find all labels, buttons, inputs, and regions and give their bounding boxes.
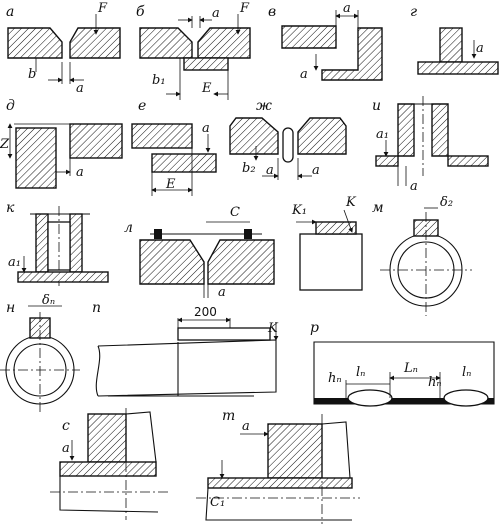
panel-letter: к	[6, 200, 15, 216]
panel-l: л C a K₁ K	[124, 195, 363, 300]
dim-label: Lₙ	[403, 361, 418, 376]
panel-letter: б	[136, 4, 145, 20]
panel-d: д Z a	[0, 98, 123, 189]
dim-label: a	[76, 165, 84, 180]
panel-letter: м	[372, 200, 384, 216]
dim-label: a	[300, 67, 308, 82]
panel-k: к a₁	[6, 200, 109, 286]
dim-label: lₙ	[356, 365, 365, 380]
dim-label: a₁	[376, 127, 389, 142]
dim-label: δₙ	[42, 293, 55, 308]
panel-letter: п	[92, 300, 101, 316]
dim-label: lₙ	[462, 365, 471, 380]
dim-label: a	[410, 179, 418, 194]
panel-v: в a a	[268, 1, 383, 82]
panel-m: м δ₂	[372, 195, 472, 316]
dim-label: a	[212, 6, 220, 21]
dim-label: a	[62, 441, 70, 456]
dim-label: C	[230, 205, 240, 220]
panel-letter: в	[268, 4, 276, 20]
panel-letter: т	[222, 408, 235, 424]
dim-label: K₁	[291, 203, 307, 218]
dim-label: K	[345, 195, 357, 210]
panel-letter: ж	[256, 98, 272, 114]
panel-letter: а	[6, 4, 14, 20]
panel-letter: и	[372, 98, 381, 114]
dim-label: b	[28, 67, 36, 82]
panel-p: п 200 K	[92, 300, 279, 397]
dim-label: a₁	[8, 255, 21, 270]
panel-letter: с	[62, 418, 70, 434]
dim-label: a	[343, 1, 351, 16]
dim-label: a	[476, 41, 484, 56]
dim-label: a	[202, 121, 210, 136]
dim-label: F	[239, 1, 250, 16]
panel-letter: е	[138, 98, 146, 114]
panel-letter: л	[124, 220, 133, 236]
dim-label: E	[165, 177, 176, 192]
panel-n: н δₙ	[0, 293, 80, 414]
dim-label: b₂	[242, 161, 256, 176]
dim-label: F	[97, 1, 108, 16]
panel-letter: г	[410, 4, 417, 20]
dim-label: a	[242, 419, 250, 434]
dim-label: a	[76, 81, 84, 96]
panel-g: г a	[410, 4, 499, 75]
dim-label: a	[218, 285, 226, 300]
panel-b: б a F E b₁	[136, 1, 251, 100]
panel-letter: д	[6, 98, 15, 114]
panel-a: а F b a	[6, 1, 121, 96]
panel-r: р hₙ lₙ Lₙ hₙ lₙ	[310, 320, 495, 407]
panel-t: т a C₁	[196, 408, 360, 524]
dim-label: hₙ	[328, 371, 342, 386]
dim-label: b₁	[152, 73, 166, 88]
panel-s: с a	[50, 408, 168, 520]
panel-letter: р	[310, 320, 319, 336]
panel-letter: н	[6, 300, 15, 316]
dim-label: a	[266, 163, 274, 178]
dim-label: hₙ	[428, 375, 442, 390]
dim-label: 200	[194, 305, 217, 319]
dim-label: C₁	[210, 495, 225, 510]
dim-label: δ₂	[440, 195, 453, 210]
dim-label: Z	[0, 137, 10, 152]
dim-label: a	[312, 163, 320, 178]
panel-zh: ж a a b₂	[229, 98, 347, 180]
dim-label: E	[201, 81, 212, 96]
panel-i: и a₁ a	[372, 96, 489, 194]
dim-label: K	[267, 321, 279, 336]
panel-e: е E a	[131, 98, 217, 196]
